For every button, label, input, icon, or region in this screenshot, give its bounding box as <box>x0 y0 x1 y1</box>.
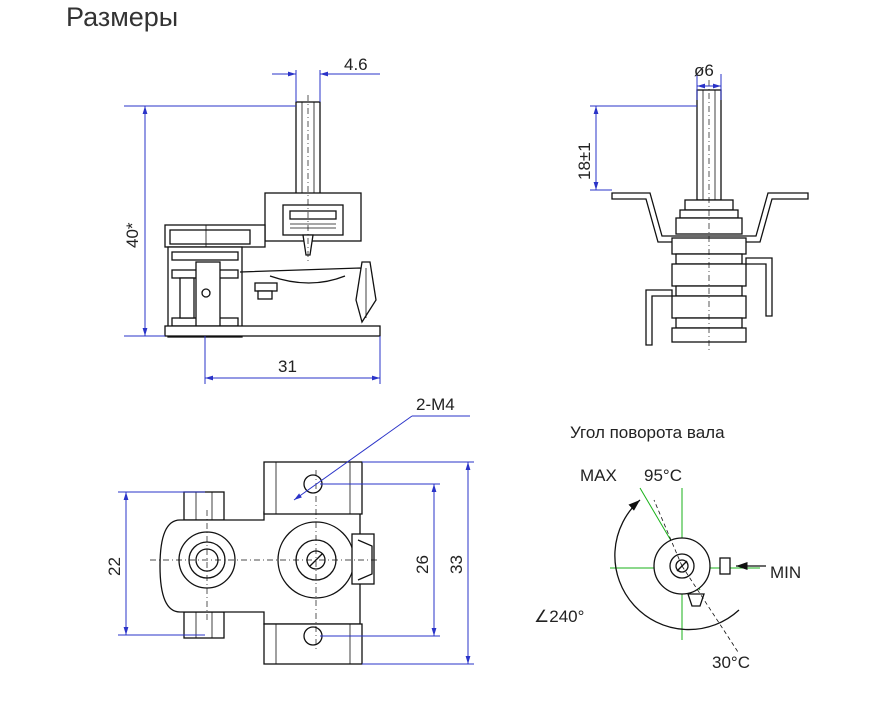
top-view: 2-M4 22 26 33 <box>105 395 474 665</box>
min-label: MIN <box>770 563 801 582</box>
dim-shaft-diameter: ø6 <box>694 61 714 80</box>
dim-thread: 2-M4 <box>416 395 455 414</box>
max-label: MAX <box>580 466 617 485</box>
rotation-arc <box>614 499 740 631</box>
min-temp: 30°C <box>712 653 750 672</box>
front-view: 4.6 40* 31 <box>123 55 381 384</box>
side-view: ø6 18±1 <box>575 61 809 350</box>
rotation-angle: ∠240° <box>534 607 584 626</box>
dim-mount-26: 26 <box>413 555 432 574</box>
mount-hole-top <box>303 474 323 494</box>
dim-shaft-length: 18±1 <box>575 142 594 180</box>
page-title: Размеры <box>66 2 179 32</box>
rotation-diagram: Угол поворота вала MAX 95°C MIN ∠240° 30… <box>534 423 801 672</box>
dim-shaft-offset: 4.6 <box>344 55 368 74</box>
min-stop <box>719 557 731 575</box>
dim-mount-33: 33 <box>447 555 466 574</box>
dim-mount-22: 22 <box>105 557 124 576</box>
dim-height-total: 40* <box>123 222 142 248</box>
dim-width: 31 <box>278 357 297 376</box>
rotation-heading: Угол поворота вала <box>570 423 725 442</box>
mount-hole-bottom <box>303 626 323 646</box>
max-temp: 95°C <box>644 466 682 485</box>
